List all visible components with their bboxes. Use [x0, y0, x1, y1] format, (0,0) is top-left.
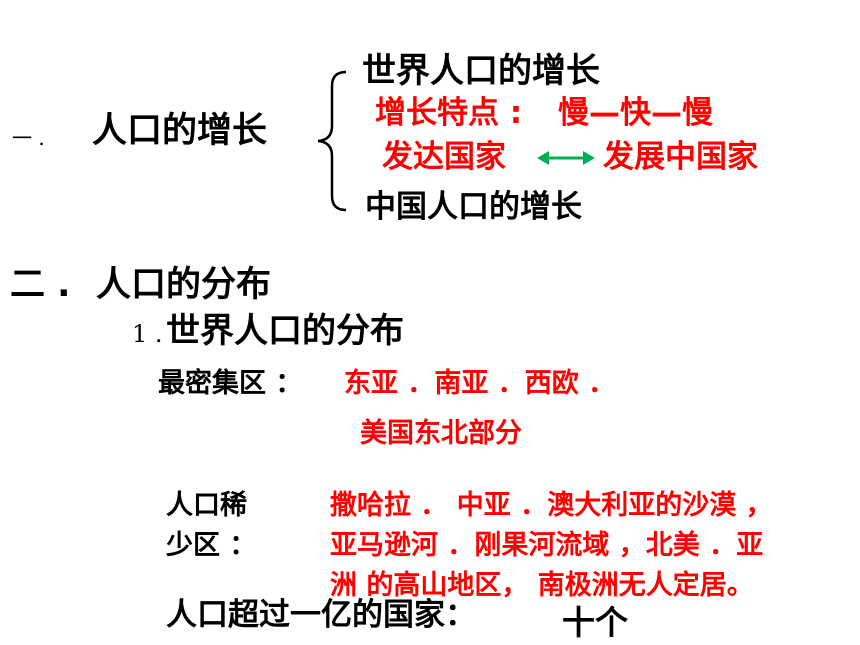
section1-number: 一 . — [12, 126, 45, 150]
sparse-area-label-line2: 少区 ： — [166, 530, 257, 561]
china-population-growth-heading: 中国人口的增长 — [365, 189, 582, 225]
growth-trend-label: 增长特点 : — [375, 95, 523, 131]
double-arrow-icon — [537, 151, 595, 165]
world-population-growth-heading: 世界人口的增长 — [362, 51, 600, 91]
section2-title: 人口的分布 — [96, 265, 272, 305]
sparse-area-label-line1: 人口稀 — [166, 490, 247, 521]
sparse-area-value-line3: 洲 的高山地区， 南极洲无人定居。 — [330, 570, 754, 601]
sparse-area-value-line2: 亚马逊河 ．刚果河流域 ，北美 ．亚 — [330, 530, 764, 561]
curly-brace-icon — [317, 70, 347, 212]
densest-area-label: 最密集区 ： — [158, 368, 303, 399]
sparse-area-value-line1: 撒哈拉 ． 中亚 ．澳大利亚的沙漠 ， — [330, 490, 773, 521]
world-population-distribution-heading: 世界人口的分布 — [166, 311, 404, 351]
densest-area-value-line2: 美国东北部分 — [360, 418, 522, 449]
subsection1-number: 1 . — [132, 320, 163, 348]
section2-title-number: 二 . — [10, 265, 71, 305]
developing-countries-label: 发展中国家 — [603, 139, 758, 175]
growth-trend-value: 慢—快—慢 — [558, 95, 713, 131]
countries-over-100m-label: 人口超过一亿的国家： — [166, 597, 476, 633]
developed-countries-label: 发达国家 — [382, 139, 506, 175]
countries-over-100m-value: 十个 — [562, 603, 628, 642]
densest-area-value-line1: 东亚 ．南亚 ．西欧 ． — [344, 368, 616, 399]
section1-title: 人口的增长 — [92, 111, 268, 151]
